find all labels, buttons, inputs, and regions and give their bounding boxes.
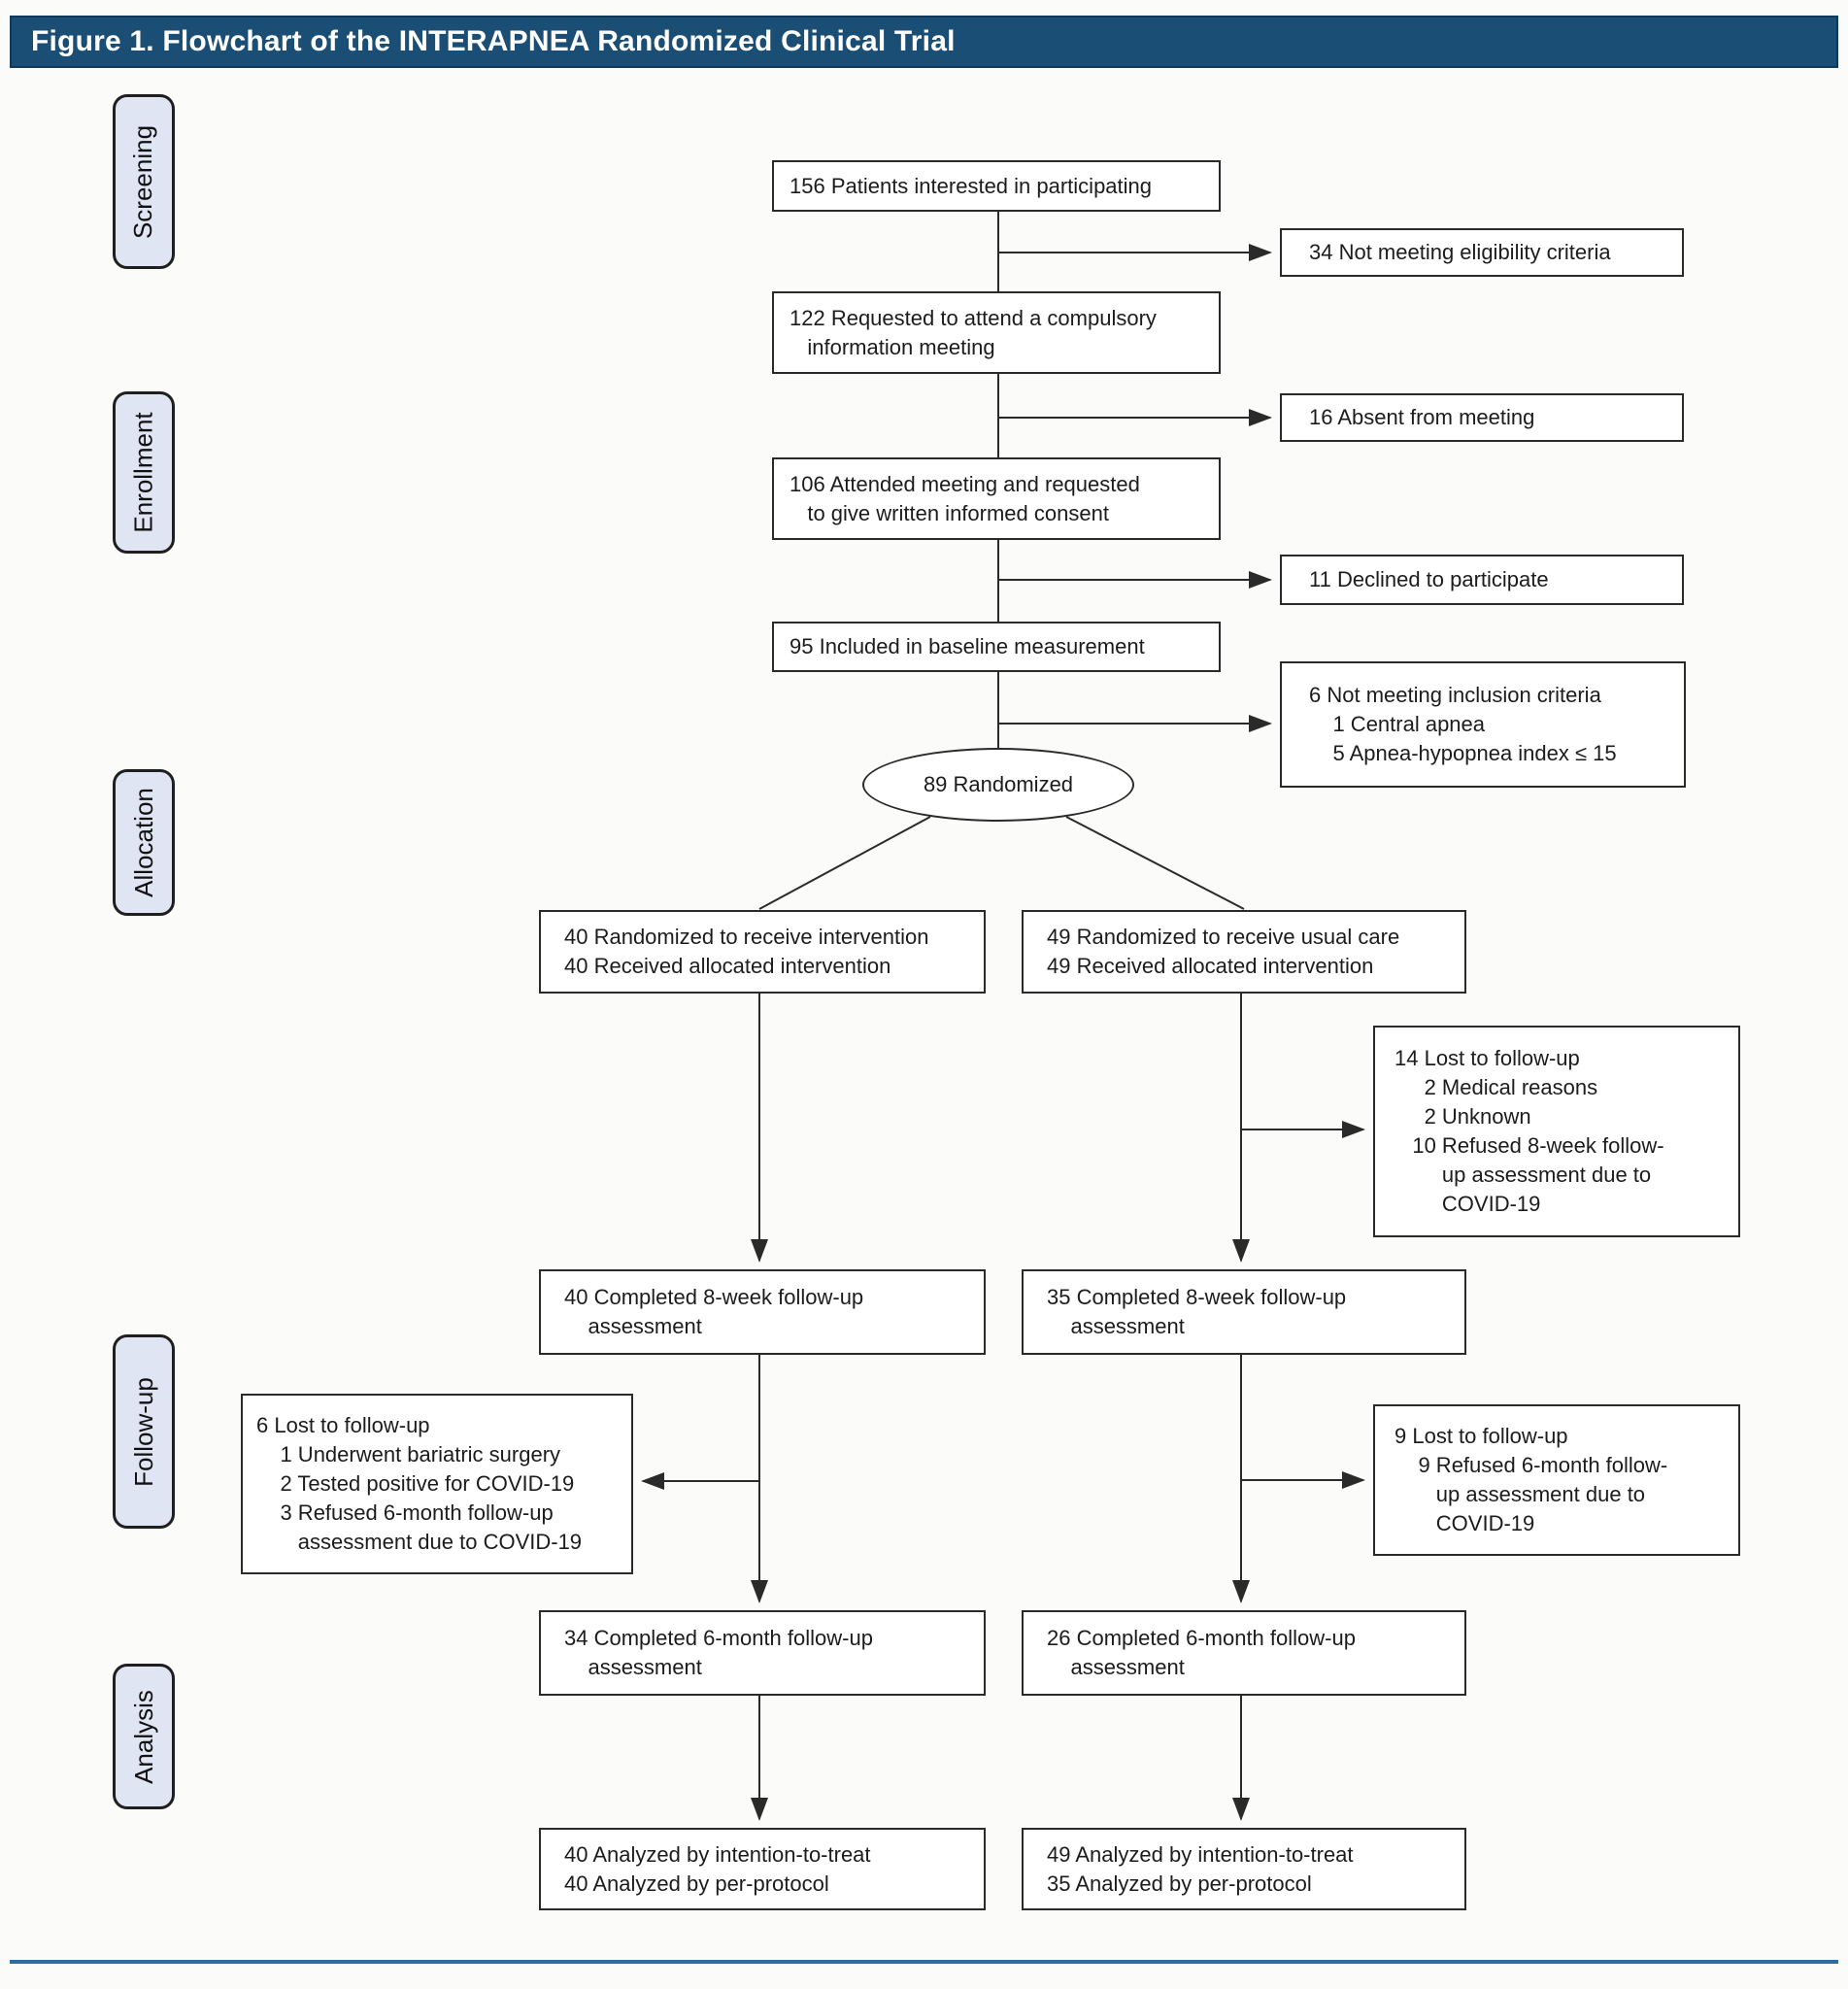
node-baseline-measurement: 95 Included in baseline measurement: [772, 622, 1221, 672]
node-absent-from-meeting-text: 16 Absent from meeting: [1309, 405, 1535, 429]
node-completed-6month-intervention: 34 Completed 6-month follow-up assessmen…: [539, 1610, 986, 1696]
node-completed-8week-usual-text: 35 Completed 8-week follow-up assessment: [1047, 1285, 1347, 1338]
node-completed-8week-intervention-text: 40 Completed 8-week follow-up assessment: [564, 1285, 864, 1338]
node-requested-meeting-text: 122 Requested to attend a compulsory inf…: [790, 305, 1157, 359]
node-patients-interested: 156 Patients interested in participating: [772, 160, 1221, 212]
node-randomized-text: 89 Randomized: [923, 772, 1074, 796]
node-attended-meeting-text: 106 Attended meeting and requested to gi…: [790, 471, 1140, 525]
node-alloc-usual-care-text: 49 Randomized to receive usual care 49 R…: [1047, 925, 1400, 978]
figure-title: Figure 1. Flowchart of the INTERAPNEA Ra…: [31, 25, 956, 57]
node-analyzed-usual-text: 49 Analyzed by intention-to-treat 35 Ana…: [1047, 1841, 1354, 1896]
node-completed-6month-usual-text: 26 Completed 6-month follow-up assessmen…: [1047, 1626, 1356, 1679]
stage-label-followup: Follow-up: [113, 1334, 175, 1529]
node-requested-meeting: 122 Requested to attend a compulsory inf…: [772, 291, 1221, 374]
node-completed-6month-intervention-text: 34 Completed 6-month follow-up assessmen…: [564, 1626, 873, 1679]
node-alloc-usual-care: 49 Randomized to receive usual care 49 R…: [1022, 910, 1466, 994]
node-lost-6month-intervention-text: 6 Lost to follow-up 1 Underwent bariatri…: [256, 1413, 583, 1554]
node-randomized: 89 Randomized: [862, 748, 1134, 822]
node-not-meeting-inclusion-text: 6 Not meeting inclusion criteria 1 Centr…: [1309, 683, 1617, 765]
node-analyzed-usual: 49 Analyzed by intention-to-treat 35 Ana…: [1022, 1828, 1466, 1910]
stage-label-enrollment: Enrollment: [113, 391, 175, 554]
node-declined: 11 Declined to participate: [1280, 555, 1684, 605]
node-completed-8week-intervention: 40 Completed 8-week follow-up assessment: [539, 1269, 986, 1355]
node-declined-text: 11 Declined to participate: [1309, 567, 1549, 591]
node-analyzed-intervention-text: 40 Analyzed by intention-to-treat 40 Ana…: [564, 1841, 871, 1896]
node-completed-6month-usual: 26 Completed 6-month follow-up assessmen…: [1022, 1610, 1466, 1696]
node-lost-8week-usual: 14 Lost to follow-up 2 Medical reasons 2…: [1373, 1026, 1740, 1237]
node-analyzed-intervention: 40 Analyzed by intention-to-treat 40 Ana…: [539, 1828, 986, 1910]
node-absent-from-meeting: 16 Absent from meeting: [1280, 393, 1684, 442]
node-lost-6month-usual-text: 9 Lost to follow-up 9 Refused 6-month fo…: [1394, 1424, 1668, 1535]
node-alloc-intervention-text: 40 Randomized to receive intervention 40…: [564, 925, 929, 978]
stage-label-allocation: Allocation: [113, 769, 175, 916]
figure-title-bar: Figure 1. Flowchart of the INTERAPNEA Ra…: [10, 16, 1838, 68]
node-alloc-intervention: 40 Randomized to receive intervention 40…: [539, 910, 986, 994]
node-not-meeting-eligibility: 34 Not meeting eligibility criteria: [1280, 228, 1684, 277]
node-lost-6month-intervention: 6 Lost to follow-up 1 Underwent bariatri…: [241, 1394, 633, 1574]
node-completed-8week-usual: 35 Completed 8-week follow-up assessment: [1022, 1269, 1466, 1355]
stage-label-analysis: Analysis: [113, 1664, 175, 1809]
node-attended-meeting: 106 Attended meeting and requested to gi…: [772, 457, 1221, 540]
node-not-meeting-inclusion: 6 Not meeting inclusion criteria 1 Centr…: [1280, 661, 1686, 788]
stage-label-screening: Screening: [113, 94, 175, 269]
node-lost-6month-usual: 9 Lost to follow-up 9 Refused 6-month fo…: [1373, 1404, 1740, 1556]
node-baseline-measurement-text: 95 Included in baseline measurement: [790, 634, 1145, 658]
node-not-meeting-eligibility-text: 34 Not meeting eligibility criteria: [1309, 240, 1611, 264]
node-patients-interested-text: 156 Patients interested in participating: [790, 173, 1153, 198]
bottom-rule: [10, 1960, 1838, 1964]
node-lost-8week-usual-text: 14 Lost to follow-up 2 Medical reasons 2…: [1394, 1046, 1664, 1216]
